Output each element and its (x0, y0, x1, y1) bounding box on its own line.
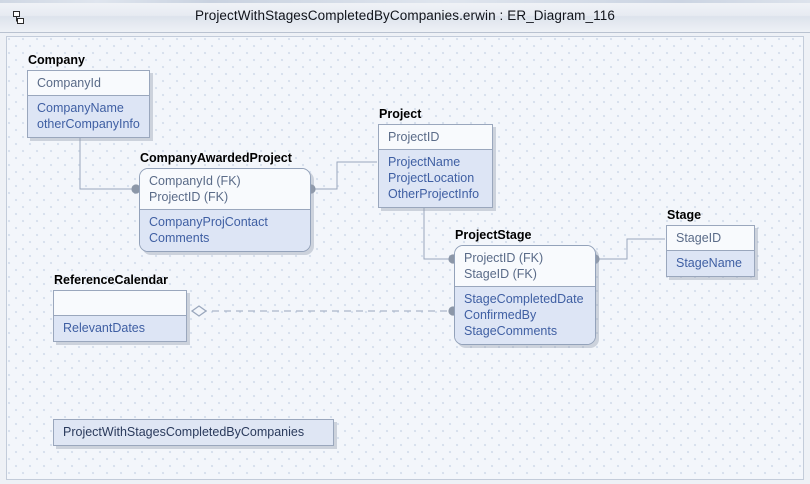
entity-name-project: Project (379, 107, 422, 121)
relationship-project-projectstage (423, 203, 453, 260)
attribute-section: CompanyProjContact Comments (140, 210, 310, 251)
entity-box-companyawardedproject[interactable]: CompanyId (FK) ProjectID (FK) CompanyPro… (139, 168, 311, 252)
entity-name-companyawardedproject: CompanyAwardedProject (140, 151, 292, 165)
primary-key-section (54, 291, 186, 315)
entity-box-projectstage[interactable]: ProjectID (FK) StageID (FK) StageComplet… (454, 245, 596, 345)
primary-key-section: CompanyId (28, 71, 149, 95)
attribute-section: StageCompletedDate ConfirmedBy StageComm… (455, 287, 595, 344)
entity-box-project[interactable]: ProjectID ProjectName ProjectLocation Ot… (378, 124, 493, 208)
primary-key-section: ProjectID (FK) StageID (FK) (455, 246, 595, 286)
pk-field: ProjectID (388, 130, 440, 144)
entity-box-referencecalendar[interactable]: RelevantDates (53, 290, 187, 342)
entity-companyawardedproject[interactable]: CompanyAwardedProject CompanyId (FK) Pro… (139, 151, 311, 252)
attribute-field: CompanyName (37, 101, 124, 115)
window-title-bar: ProjectWithStagesCompletedByCompanies.er… (0, 0, 810, 33)
attribute-field: otherCompanyInfo (37, 117, 140, 131)
er-diagram-icon (13, 11, 24, 24)
pk-field: ProjectID (FK) (149, 190, 229, 204)
attribute-section: ProjectName ProjectLocation OtherProject… (379, 150, 492, 207)
section-divider (54, 315, 186, 316)
section-divider (28, 95, 149, 96)
page-title: ProjectWithStagesCompletedByCompanies.er… (195, 8, 615, 23)
attribute-field: ConfirmedBy (464, 308, 537, 322)
open-diamond-marker (190, 305, 208, 317)
relationship-company-companyawardedproject (79, 129, 135, 190)
title-bar-accent-strip (0, 0, 810, 3)
section-divider (140, 209, 310, 210)
entity-referencecalendar[interactable]: ReferenceCalendar RelevantDates (53, 273, 187, 342)
attribute-field: OtherProjectInfo (388, 187, 480, 201)
entity-name-stage: Stage (667, 208, 702, 222)
view-label-box[interactable]: ProjectWithStagesCompletedByCompanies (53, 419, 334, 446)
attribute-field: RelevantDates (63, 321, 145, 335)
relationship-projectstage-stage (596, 238, 665, 260)
attribute-field: Comments (149, 231, 210, 245)
attribute-field: StageComments (464, 324, 558, 338)
view-label-text: ProjectWithStagesCompletedByCompanies (63, 425, 305, 439)
entity-projectstage[interactable]: ProjectStage ProjectID (FK) StageID (FK)… (454, 228, 596, 345)
attribute-section: CompanyName otherCompanyInfo (28, 96, 149, 137)
section-divider (379, 149, 492, 150)
attribute-section: StageName (667, 251, 754, 276)
entity-project[interactable]: Project ProjectID ProjectName ProjectLoc… (378, 107, 493, 208)
pk-field: ProjectID (FK) (464, 251, 544, 265)
attribute-field: ProjectName (388, 155, 461, 169)
section-divider (667, 250, 754, 251)
entity-company[interactable]: Company CompanyId CompanyName otherCompa… (27, 53, 150, 138)
primary-key-section: StageID (667, 226, 754, 250)
entity-box-stage[interactable]: StageID StageName (666, 225, 755, 277)
pk-field: CompanyId (FK) (149, 174, 241, 188)
diagram-canvas[interactable]: Company CompanyId CompanyName otherCompa… (6, 36, 804, 480)
entity-name-referencecalendar: ReferenceCalendar (54, 273, 168, 287)
entity-name-company: Company (28, 53, 85, 67)
relationship-companyawardedproject-project (312, 161, 377, 190)
pk-field-empty (63, 295, 178, 311)
entity-name-projectstage: ProjectStage (455, 228, 532, 242)
entity-stage[interactable]: Stage StageID StageName (666, 208, 755, 277)
attribute-field: CompanyProjContact (149, 215, 268, 229)
attribute-field: StageName (676, 256, 743, 270)
attribute-field: ProjectLocation (388, 171, 475, 185)
pk-field: StageID (FK) (464, 267, 537, 281)
primary-key-section: CompanyId (FK) ProjectID (FK) (140, 169, 310, 209)
entity-box-company[interactable]: CompanyId CompanyName otherCompanyInfo (27, 70, 150, 138)
pk-field: StageID (676, 231, 722, 245)
section-divider (455, 286, 595, 287)
attribute-section: RelevantDates (54, 316, 186, 341)
primary-key-section: ProjectID (379, 125, 492, 149)
pk-field: CompanyId (37, 76, 101, 90)
attribute-field: StageCompletedDate (464, 292, 584, 306)
